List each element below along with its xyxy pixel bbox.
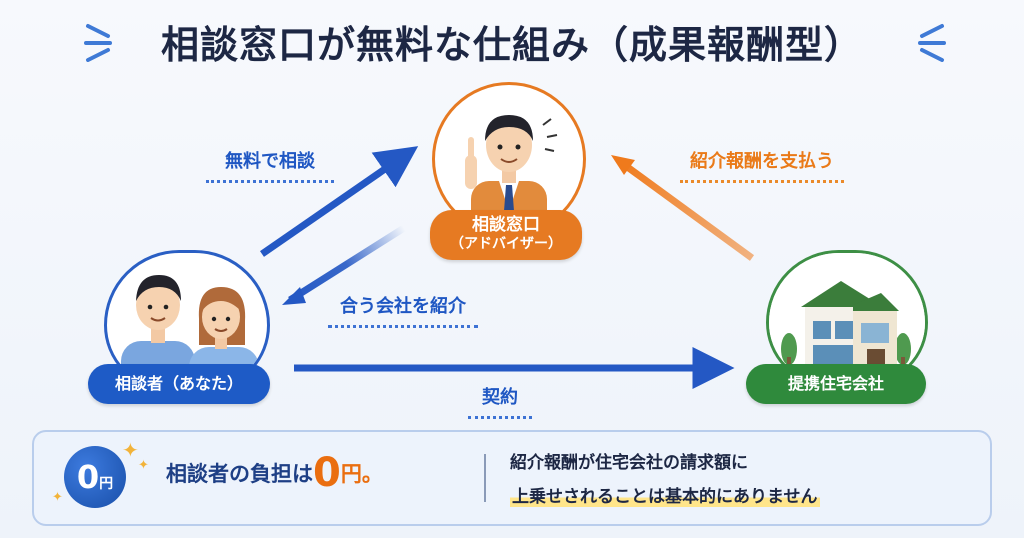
sparkle-icon: ✦ <box>122 438 139 462</box>
label-contract: 契約 <box>468 383 532 419</box>
advisor-label: 相談窓口 （アドバイザー） <box>430 210 582 260</box>
burden-number: 0 <box>313 450 341 496</box>
arrow-pay-fee-head <box>611 155 635 175</box>
sparkle-icon: ✦ <box>138 458 149 473</box>
consumer-label: 相談者（あなた） <box>88 364 270 404</box>
page-title: 相談窓口が無料な仕組み（成果報酬型） <box>160 23 863 67</box>
arrow-introduce <box>288 225 406 303</box>
title-deco-right-icon <box>918 24 946 62</box>
arrow-introduce-head <box>282 287 306 305</box>
advisor-sub: （アドバイザー） <box>450 236 562 252</box>
note-line1: 紹介報酬が住宅会社の請求額に <box>510 453 748 473</box>
zero-yen-badge: 0円 <box>64 446 126 508</box>
divider <box>484 454 486 502</box>
burden-suffix: 円。 <box>340 462 383 486</box>
partner-label: 提携住宅会社 <box>746 364 926 404</box>
burden-statement: 相談者の負担は0円。 <box>166 450 383 504</box>
note-line2: 上乗せされることは基本的にありません <box>510 482 820 507</box>
bottom-panel: ✦ ✦ ✦ 0円 相談者の負担は0円。 紹介報酬が住宅会社の請求額に 上乗せされ… <box>32 430 992 526</box>
partner-circle <box>766 250 928 386</box>
title-deco-left-icon <box>84 24 112 62</box>
arrow-pay-fee <box>623 163 755 261</box>
badge-number: 0 <box>76 458 100 496</box>
burden-prefix: 相談者の負担は <box>166 462 313 486</box>
sparkle-icon: ✦ <box>52 490 63 505</box>
house-illustration <box>769 253 925 383</box>
label-free-consult: 無料で相談 <box>206 147 334 183</box>
badge-unit: 円 <box>99 476 114 492</box>
arrow-free-consult <box>260 146 419 257</box>
label-pay-fee: 紹介報酬を支払う <box>680 147 844 183</box>
label-introduce: 合う会社を紹介 <box>328 292 478 328</box>
advisor-name: 相談窓口 <box>472 215 540 235</box>
